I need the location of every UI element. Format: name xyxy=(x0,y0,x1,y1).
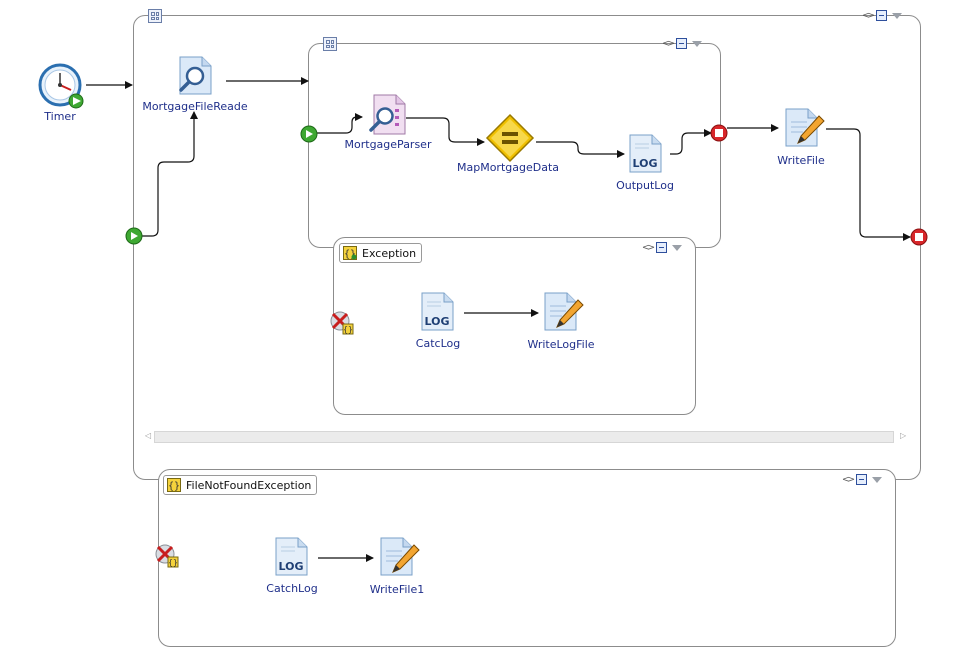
exception-block-frame[interactable] xyxy=(333,237,696,415)
exception-block-title[interactable]: {} Exception xyxy=(339,243,423,263)
pencil-document-icon[interactable] xyxy=(783,108,825,150)
main-stop-terminal[interactable] xyxy=(910,228,928,246)
file-not-found-block-label: FileNotFoundException xyxy=(186,478,312,492)
exception-type-icon: {} xyxy=(343,246,357,260)
expand-arrows-icon[interactable]: <> xyxy=(662,38,675,49)
map-mortgage-data-label: MapMortgageData xyxy=(456,161,560,174)
expand-arrows-icon[interactable]: <> xyxy=(842,474,855,485)
catch-log-label: CatchLog xyxy=(266,582,318,595)
file-not-found-block-frame[interactable] xyxy=(158,469,896,647)
svg-text:{}: {} xyxy=(168,481,180,492)
magnifier-icon[interactable] xyxy=(176,56,216,96)
log-glyph: LOG xyxy=(633,157,658,170)
log-document-icon[interactable]: LOG xyxy=(273,537,311,577)
write-file-label: WriteFile xyxy=(777,154,825,167)
scroll-right-icon[interactable]: ▷ xyxy=(900,431,907,440)
dropdown-icon[interactable] xyxy=(872,476,883,483)
main-start-terminal[interactable] xyxy=(125,227,143,245)
expand-arrows-icon[interactable]: <> xyxy=(642,242,655,253)
dropdown-icon[interactable] xyxy=(672,244,683,251)
exception-type-icon: {} xyxy=(167,478,181,492)
pencil-document-icon[interactable] xyxy=(542,292,584,334)
document-magnifier-icon[interactable] xyxy=(368,94,408,136)
collapse-button[interactable] xyxy=(876,10,888,21)
write-log-file-label: WriteLogFile xyxy=(527,338,595,351)
log-document-icon[interactable]: LOG xyxy=(627,134,665,174)
inner-start-terminal[interactable] xyxy=(300,125,318,143)
diamond-equals-icon[interactable] xyxy=(485,113,535,163)
main-scope-grid-icon[interactable] xyxy=(148,9,162,23)
log-document-icon[interactable]: LOG xyxy=(419,292,457,332)
svg-text:{}: {} xyxy=(168,558,178,567)
collapse-button[interactable] xyxy=(656,242,668,253)
inner-scope-grid-icon[interactable] xyxy=(323,37,337,51)
scroll-left-icon[interactable]: ◁ xyxy=(145,431,152,440)
timer-label: Timer xyxy=(44,110,76,123)
svg-text:{}: {} xyxy=(344,249,356,260)
catch-exception-icon[interactable]: {} xyxy=(329,310,355,336)
inner-stop-terminal[interactable] xyxy=(710,124,728,142)
file-not-found-block-title[interactable]: {} FileNotFoundException xyxy=(163,475,318,495)
clock-icon[interactable] xyxy=(38,63,86,111)
exception-block-label: Exception xyxy=(362,246,417,260)
dropdown-icon[interactable] xyxy=(692,40,703,47)
main-scope-controls: <> xyxy=(862,10,903,21)
play-icon xyxy=(131,232,138,240)
catch-exception-icon[interactable]: {} xyxy=(154,543,180,569)
svg-text:LOG: LOG xyxy=(279,560,304,573)
file-not-found-block-controls: <> xyxy=(842,474,883,485)
inner-scope-controls: <> xyxy=(662,38,703,49)
catc-log-label: CatcLog xyxy=(415,337,461,350)
collapse-button[interactable] xyxy=(676,38,688,49)
write-file1-label: WriteFile1 xyxy=(369,583,425,596)
expand-arrows-icon[interactable]: <> xyxy=(862,10,875,21)
pencil-document-icon[interactable] xyxy=(378,537,420,579)
output-log-label: OutputLog xyxy=(616,179,674,192)
exception-block-controls: <> xyxy=(642,242,683,253)
svg-text:LOG: LOG xyxy=(425,315,450,328)
dropdown-icon[interactable] xyxy=(892,12,903,19)
horizontal-scrollbar[interactable] xyxy=(154,431,894,443)
mortgage-parser-label: MortgageParser xyxy=(344,138,432,151)
mortgage-file-reader-label: MortgageFileReade xyxy=(142,100,248,113)
collapse-button[interactable] xyxy=(856,474,868,485)
svg-text:{}: {} xyxy=(343,325,353,334)
